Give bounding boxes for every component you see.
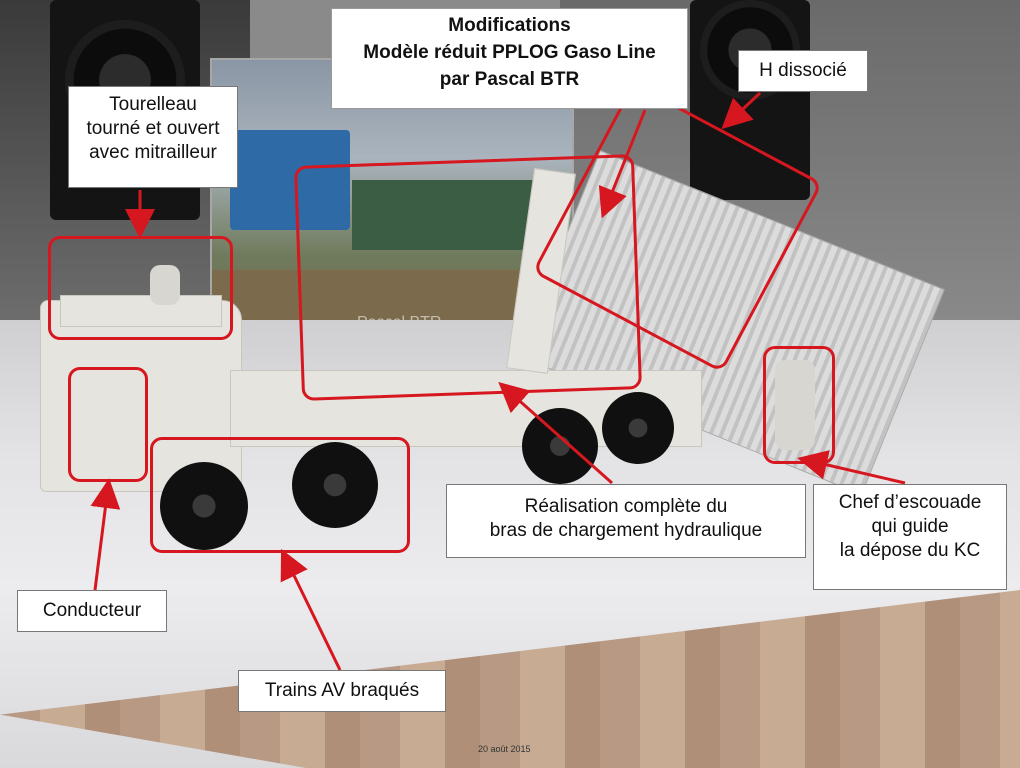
label-realisation-line-2: bras de chargement hydraulique	[489, 520, 763, 541]
label-tourelleau-line-3: avec mitrailleur	[89, 142, 217, 163]
squad-leader-figure	[775, 360, 815, 450]
label-h-dissocie: H dissocié	[738, 50, 868, 92]
label-conducteur: Conducteur	[17, 590, 167, 632]
highlight-front-wheels	[150, 437, 410, 553]
arrow-realisation	[498, 382, 613, 485]
wheel-front-2	[292, 442, 378, 528]
wheel-front-1	[160, 462, 248, 550]
title-line-2: Modèle réduit PPLOG Gaso Line	[363, 42, 656, 63]
label-chef-line-1: Chef d’escouade	[838, 492, 982, 513]
label-trains: Trains AV braqués	[238, 670, 446, 712]
arrow-conducteur	[90, 478, 121, 591]
label-h-dissocie-text: H dissocié	[759, 60, 847, 81]
title-line-3: par Pascal BTR	[439, 69, 580, 90]
label-chef: Chef d’escouade qui guide la dépose du K…	[813, 484, 1007, 590]
turret-model	[60, 295, 222, 327]
label-trains-text: Trains AV braqués	[264, 680, 420, 701]
wheel-rear-2	[602, 392, 674, 464]
arrow-h-frame	[721, 91, 762, 130]
title-line-1: Modifications	[448, 15, 571, 36]
date-footer: 20 août 2015	[478, 744, 531, 754]
label-tourelleau: Tourelleau tourné et ouvert avec mitrail…	[68, 86, 238, 188]
label-tourelleau-line-1: Tourelleau	[109, 94, 197, 115]
label-realisation: Réalisation complète du bras de chargeme…	[446, 484, 806, 558]
gunner-figure	[150, 265, 180, 305]
label-tourelleau-line-2: tourné et ouvert	[86, 118, 220, 139]
arrow-chef	[797, 450, 906, 485]
label-conducteur-text: Conducteur	[42, 600, 142, 621]
arrow-title	[598, 109, 647, 219]
label-chef-line-3: la dépose du KC	[839, 540, 981, 561]
label-realisation-line-1: Réalisation complète du	[524, 496, 728, 517]
arrow-trains	[280, 548, 342, 671]
wheel-rear-1	[522, 408, 598, 484]
page-title: Modifications Modèle réduit PPLOG Gaso L…	[331, 8, 688, 109]
label-chef-line-2: qui guide	[871, 516, 949, 537]
